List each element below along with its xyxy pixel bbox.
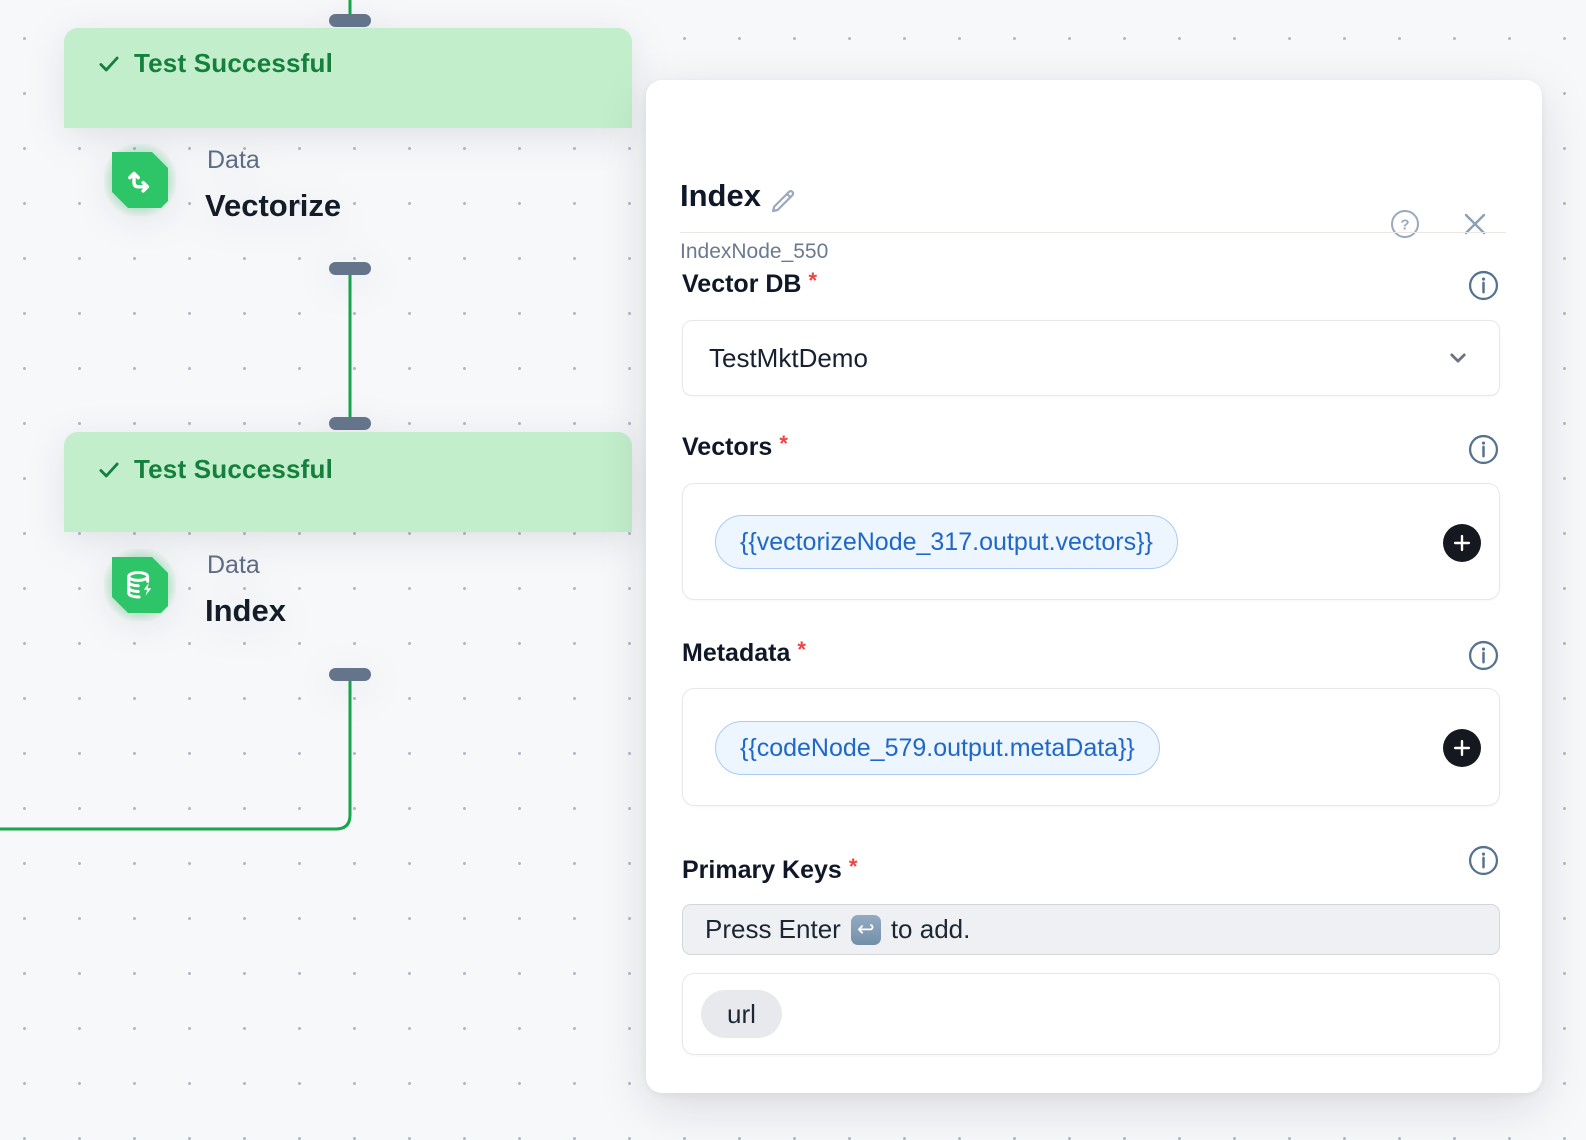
required-marker: * (797, 637, 806, 662)
hint-prefix: Press Enter (705, 914, 841, 944)
primary-key-chip[interactable]: url (701, 990, 782, 1038)
connection-handle-top[interactable] (329, 417, 371, 430)
help-icon[interactable]: ? (1390, 209, 1420, 244)
close-icon[interactable] (1462, 211, 1488, 242)
node-status-banner (64, 432, 632, 532)
vectors-field[interactable]: {{vectorizeNode_317.output.vectors}} (682, 483, 1500, 600)
connection-handle-bottom[interactable] (329, 262, 371, 275)
vector-db-value: TestMktDemo (709, 342, 868, 373)
header-divider (680, 232, 1506, 233)
node-title: Vectorize (205, 188, 342, 223)
hint-suffix: to add. (890, 914, 971, 944)
edit-pencil-icon[interactable] (768, 186, 798, 221)
info-icon[interactable] (1468, 640, 1499, 676)
check-icon (99, 462, 119, 477)
node-status-banner (64, 28, 632, 128)
chevron-down-icon (1450, 353, 1466, 363)
svg-text:?: ? (1400, 217, 1409, 234)
node-status-label: Test Successful (134, 454, 334, 484)
vector-db-label: Vector DB* (682, 268, 818, 298)
node-index[interactable]: Test Successful Data Index (64, 417, 632, 682)
node-category: Data (207, 551, 260, 579)
add-metadata-button[interactable] (1443, 729, 1481, 767)
node-title: Index (205, 593, 286, 628)
connection-handle-top[interactable] (329, 14, 371, 27)
plus-icon (1453, 534, 1471, 552)
info-icon[interactable] (1468, 845, 1499, 881)
node-category: Data (207, 146, 260, 174)
node-id-label: IndexNode_550 (680, 240, 829, 263)
add-vector-button[interactable] (1443, 524, 1481, 562)
vector-db-select[interactable]: TestMktDemo (682, 320, 1500, 396)
node-config-panel: Index IndexNode_550 ? Vector DB* (646, 80, 1542, 1093)
required-marker: * (848, 854, 858, 879)
metadata-field[interactable]: {{codeNode_579.output.metaData}} (682, 688, 1500, 806)
node-status-label: Test Successful (134, 48, 334, 78)
required-marker: * (808, 268, 818, 293)
primary-keys-list: url (682, 973, 1500, 1055)
required-marker: * (779, 431, 788, 456)
primary-keys-label: Primary Keys* (682, 854, 858, 884)
metadata-variable-chip[interactable]: {{codeNode_579.output.metaData}} (715, 721, 1160, 775)
metadata-label: Metadata* (682, 637, 806, 667)
check-icon (99, 56, 119, 71)
node-vectorize[interactable]: Test Successful Data Vectorize (64, 14, 632, 276)
plus-icon (1453, 739, 1471, 757)
info-icon[interactable] (1468, 434, 1499, 470)
vectorize-icon (112, 152, 168, 208)
vectors-label: Vectors* (682, 431, 788, 461)
database-icon (112, 557, 168, 613)
primary-keys-input[interactable]: Press Enter ↩ to add. (682, 904, 1500, 955)
vectors-variable-chip[interactable]: {{vectorizeNode_317.output.vectors}} (715, 515, 1178, 569)
panel-title: Index (680, 178, 761, 213)
return-key-icon: ↩ (850, 914, 881, 945)
info-icon[interactable] (1468, 270, 1499, 306)
connection-handle-bottom[interactable] (329, 668, 371, 681)
